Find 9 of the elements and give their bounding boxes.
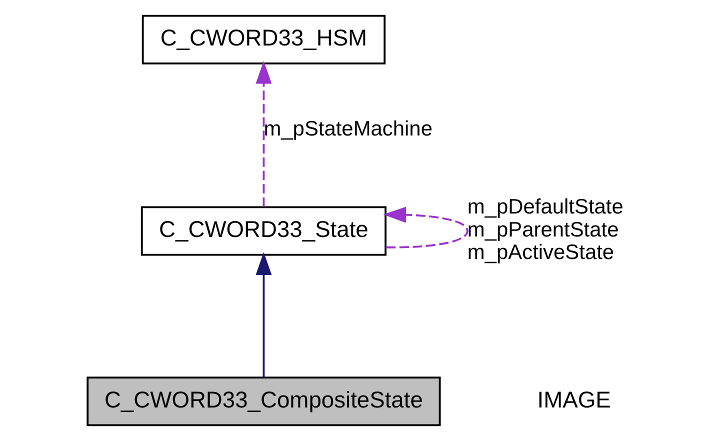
arrow (256, 252, 272, 377)
arrow (256, 60, 272, 207)
arrow (383, 206, 468, 248)
label: IMAGE (537, 386, 611, 412)
node-box: C_CWORD33_CompositeState (86, 376, 441, 426)
node-box: C_CWORD33_State (140, 206, 386, 256)
edge-label: m_pStateMachine (264, 117, 432, 140)
edge-label: m_pDefaultState m_pParentState m_pActiveState (467, 195, 624, 264)
node-box: C_CWORD33_HSM (142, 14, 386, 64)
